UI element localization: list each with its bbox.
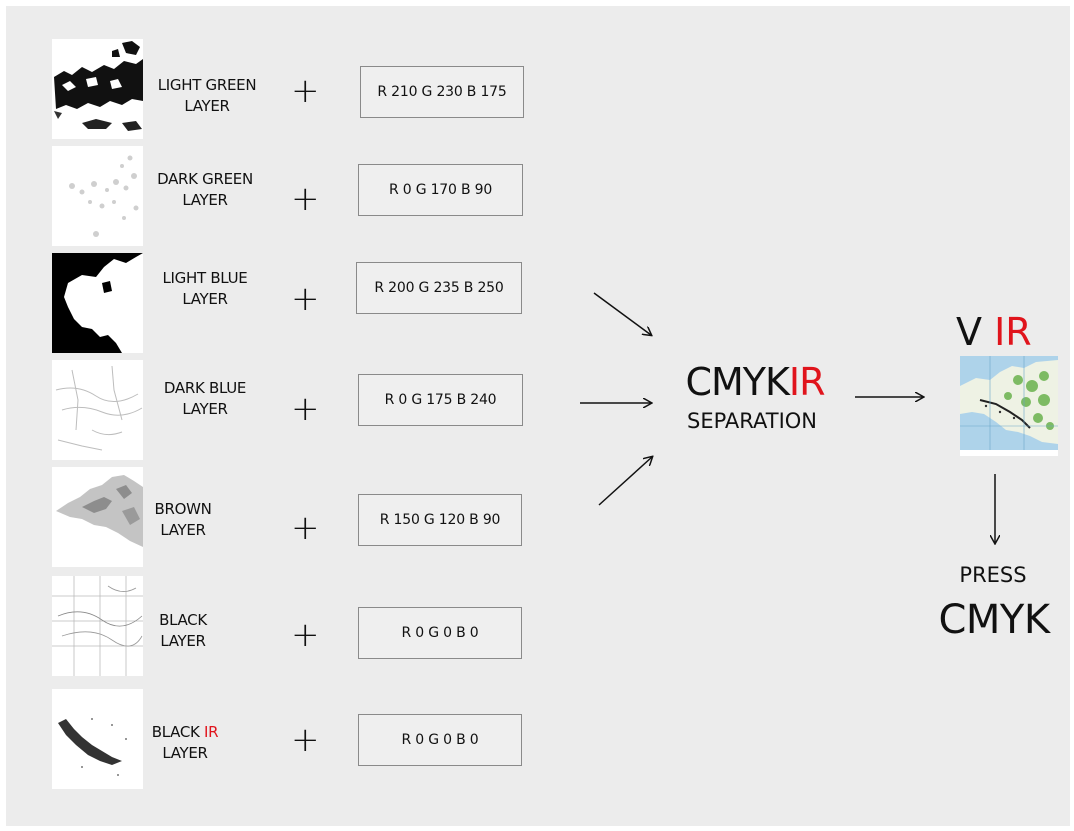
rgb-value-box-brown: R 150 G 120 B 90 [358, 494, 522, 546]
light-green-layer-thumbnail [52, 39, 143, 139]
black-layer-thumbnail [52, 576, 143, 676]
output-map-thumbnail [960, 356, 1058, 456]
arrow-to-separation-lower [598, 457, 652, 506]
rgb-value-box-dark-blue: R 0 G 175 B 240 [358, 374, 523, 426]
layer-name-black: BLACK LAYER [159, 611, 207, 650]
layer-name-black-ir: BLACK IR LAYER [151, 723, 219, 762]
plus-sign: + [291, 71, 320, 111]
plus-sign: + [291, 720, 320, 760]
black-ir-layer-thumbnail [52, 689, 143, 789]
rgb-value-box-dark-green: R 0 G 170 B 90 [358, 164, 523, 216]
press-label: PRESS [959, 563, 1027, 587]
layer-name-dark-blue: DARK BLUE LAYER [163, 379, 247, 418]
layer-name-light-green: LIGHT GREEN LAYER [157, 76, 257, 115]
layer-name-light-blue: LIGHT BLUE LAYER [162, 269, 248, 308]
plus-sign: + [291, 389, 320, 429]
layer-name-dark-green: DARK GREEN LAYER [157, 170, 253, 209]
plus-sign: + [291, 279, 320, 319]
rgb-value-box-black: R 0 G 0 B 0 [358, 607, 522, 659]
output-title: V IR [956, 310, 1032, 354]
rgb-value-box-light-green: R 210 G 230 B 175 [360, 66, 524, 118]
rgb-value-box-black-ir: R 0 G 0 B 0 [358, 714, 522, 766]
plus-sign: + [291, 508, 320, 548]
dark-blue-layer-thumbnail [52, 360, 143, 460]
layer-name-brown: BROWN LAYER [154, 500, 212, 539]
separation-title: CMYKIR [685, 360, 825, 404]
dark-green-layer-thumbnail [52, 146, 143, 246]
flow-arrows [580, 292, 1070, 826]
plus-sign: + [291, 179, 320, 219]
rgb-value-box-light-blue: R 200 G 235 B 250 [356, 262, 522, 314]
plus-sign: + [291, 615, 320, 655]
arrow-to-separation-upper [593, 292, 651, 335]
separation-subtitle: SEPARATION [686, 409, 818, 433]
light-blue-layer-thumbnail [52, 253, 143, 353]
brown-layer-thumbnail [52, 467, 143, 567]
press-mode: CMYK [938, 597, 1050, 643]
diagram-canvas: LIGHT GREEN LAYER + R 210 G 230 B 175 DA… [6, 6, 1070, 826]
